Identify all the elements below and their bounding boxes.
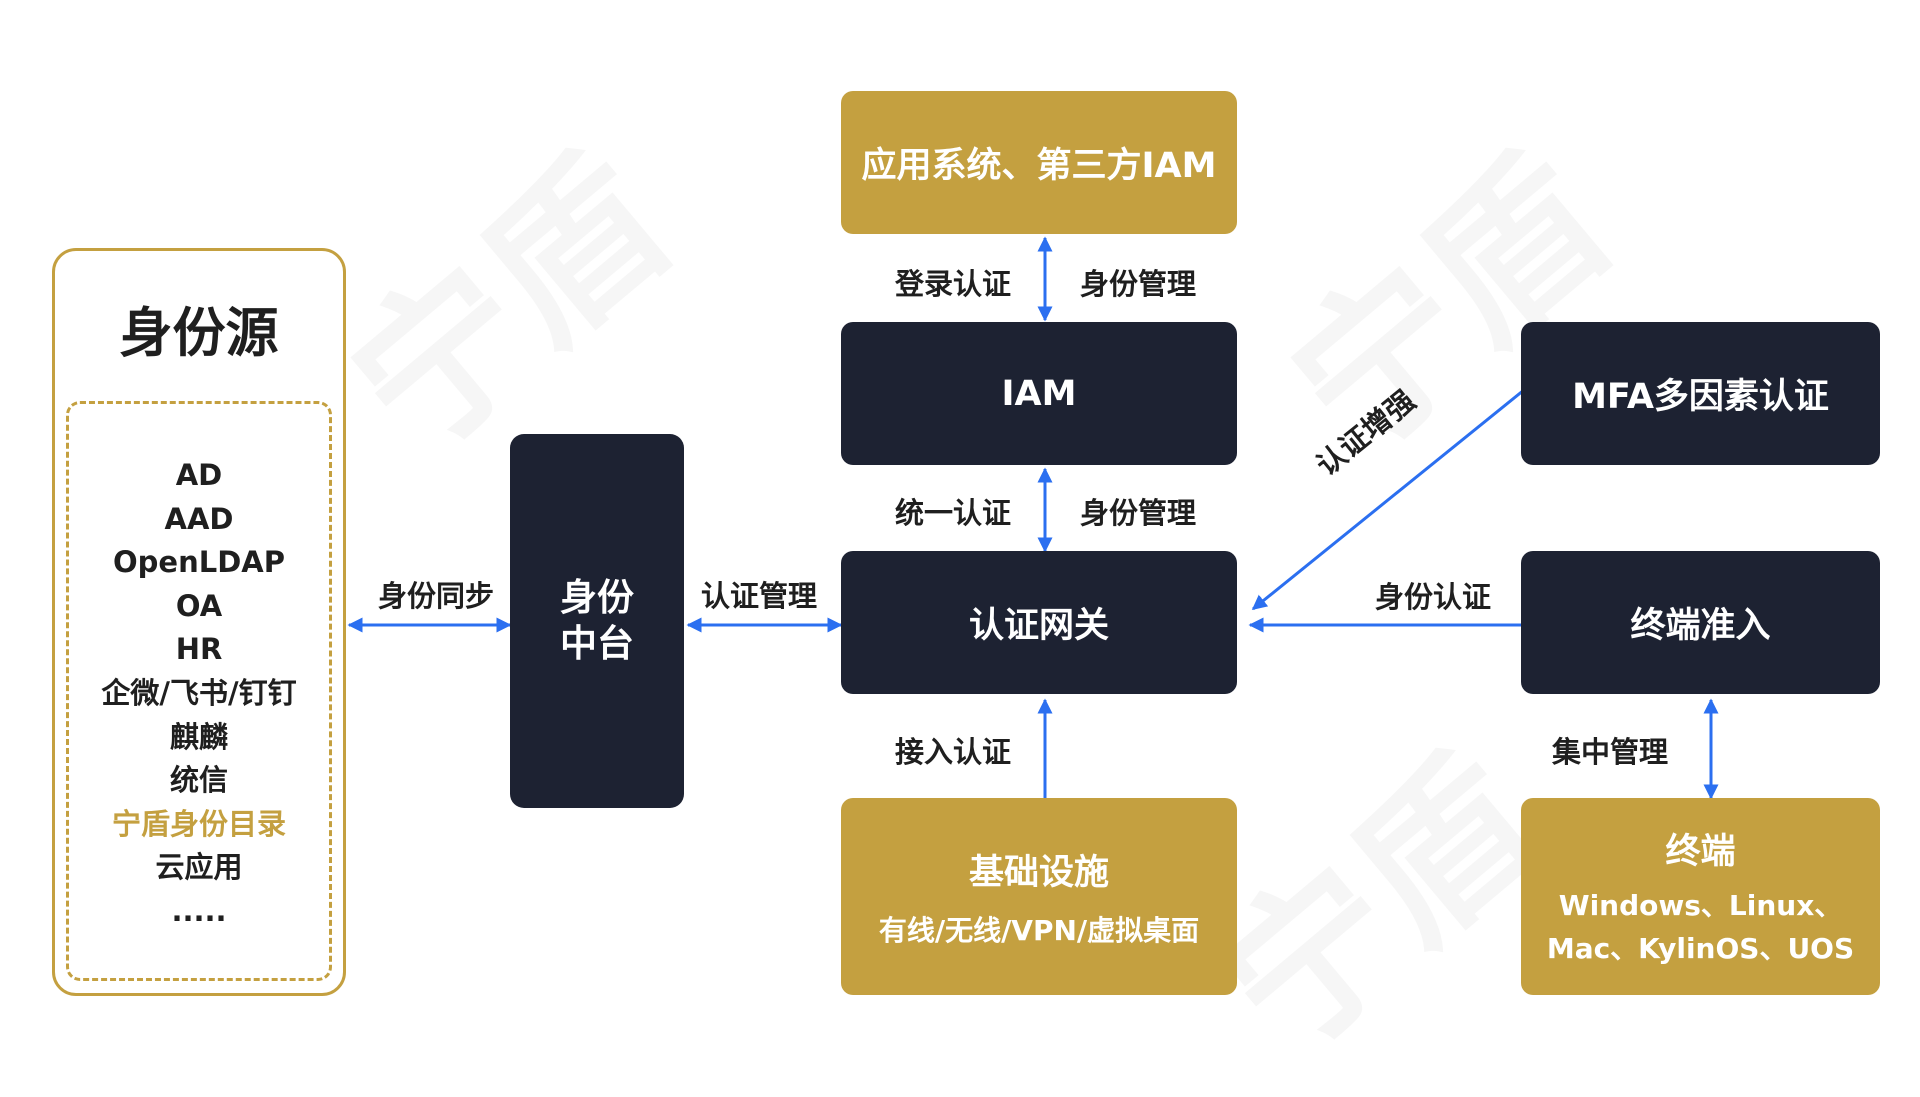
identity-hub-node: 身份 中台 (510, 434, 684, 808)
iam-node: IAM (841, 322, 1237, 465)
list-item: 企微/飞书/钉钉 (101, 675, 297, 710)
auth-management-label: 认证管理 (701, 579, 818, 613)
list-item: 云应用 (155, 850, 243, 885)
auth-gateway-label: 认证网关 (968, 606, 1109, 646)
list-item: AAD (164, 501, 234, 536)
endpoint-os-line1: Windows、Linux、 (1558, 888, 1843, 922)
list-item: OA (175, 588, 223, 623)
login-auth-label: 登录认证 (895, 267, 1012, 301)
list-item: AD (175, 458, 223, 492)
access-auth-label: 接入认证 (895, 735, 1012, 769)
central-mgmt-label: 集中管理 (1552, 735, 1669, 769)
infrastructure-subtitle: 有线/无线/VPN/虚拟桌面 (878, 914, 1200, 947)
list-item-highlight: 宁盾身份目录 (111, 806, 286, 841)
endpoint-access-label: 终端准入 (1630, 606, 1771, 646)
identity-mgmt-mid-label: 身份管理 (1080, 496, 1197, 530)
endpoint-node: 终端 Windows、Linux、 Mac、KylinOS、UOS (1521, 798, 1880, 995)
identity-source-list-frame: AD AAD OpenLDAP OA HR 企微/飞书/钉钉 麒麟 统信 宁盾身… (66, 401, 332, 981)
identity-source-list: AD AAD OpenLDAP OA HR 企微/飞书/钉钉 麒麟 统信 宁盾身… (69, 454, 329, 934)
infrastructure-node: 基础设施 有线/无线/VPN/虚拟桌面 (841, 798, 1237, 995)
endpoint-access-node: 终端准入 (1521, 551, 1880, 694)
app-system-node: 应用系统、第三方IAM (841, 91, 1237, 234)
list-item: OpenLDAP (113, 545, 285, 580)
endpoint-os-line2: Mac、KylinOS、UOS (1546, 932, 1855, 965)
identity-sync-label: 身份同步 (378, 579, 495, 613)
list-item: 麒麟 (169, 719, 228, 754)
identity-source-panel: 身份源 AD AAD OpenLDAP OA HR 企微/飞书/钉钉 麒麟 统信… (52, 248, 346, 996)
mfa-node: MFA多因素认证 (1521, 322, 1880, 465)
iam-label: IAM (1001, 373, 1077, 414)
auth-gateway-node: 认证网关 (841, 551, 1237, 694)
list-item: HR (175, 632, 223, 667)
unified-auth-label: 统一认证 (895, 496, 1012, 530)
list-item: 统信 (169, 763, 228, 798)
identity-auth-label: 身份认证 (1375, 580, 1492, 614)
identity-source-title: 身份源 (119, 303, 279, 364)
auth-enhance-arrow (1251, 384, 1530, 611)
infrastructure-title: 基础设施 (968, 853, 1109, 893)
identity-mgmt-top-label: 身份管理 (1080, 267, 1197, 301)
app-system-label: 应用系统、第三方IAM (861, 146, 1217, 186)
identity-hub-label: 身份 中台 (560, 575, 634, 665)
endpoint-title: 终端 (1665, 831, 1736, 872)
mfa-label: MFA多因素认证 (1572, 377, 1829, 417)
list-item: ..... (171, 893, 227, 928)
